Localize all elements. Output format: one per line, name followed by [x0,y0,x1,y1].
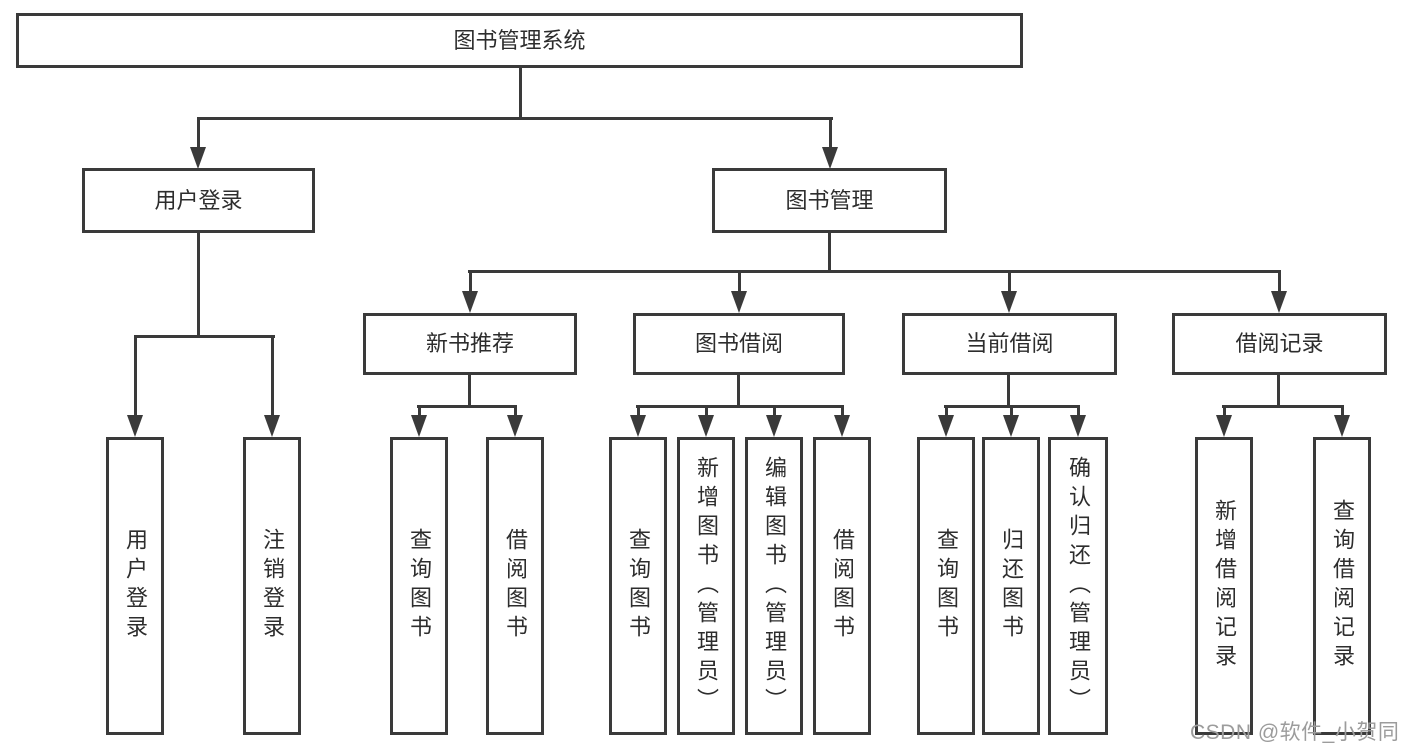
connector-user-login-stub [197,233,200,335]
arrow-line [468,270,472,291]
connector-newrec-horizontal [417,405,517,408]
arrow-down-icon [1070,415,1086,437]
node-leaf-add-books-admin: 新增图书（管理员） [677,437,735,735]
arrow-down-icon [1271,291,1287,313]
node-leaf-edit-books-admin: 编辑图书（管理员） [745,437,803,735]
node-user-login-branch: 用户登录 [82,168,315,233]
arrow-connector [731,270,747,313]
node-book-management: 图书管理 [712,168,947,233]
node-leaf-return-books: 归还图书 [982,437,1040,735]
arrow-down-icon [822,147,838,169]
arrow-connector [507,405,523,437]
connector-records-horizontal [1222,405,1344,408]
arrow-line [196,117,200,147]
node-book-borrow: 图书借阅 [633,313,845,375]
arrow-connector [698,405,714,437]
arrow-line [270,335,274,415]
arrow-connector [822,117,838,169]
arrow-line [513,405,517,415]
csdn-watermark: CSDN @软件_小贺同学 [1190,721,1400,744]
arrow-line [704,405,708,415]
arrow-down-icon [462,291,478,313]
arrow-connector [1334,405,1350,437]
connector-book-mgmt-stub [828,232,831,270]
arrow-line [1007,270,1011,291]
arrow-down-icon [1001,291,1017,313]
connector-borrow-horizontal [636,405,844,408]
node-leaf-confirm-return-admin: 确认归还（管理员） [1048,437,1108,735]
arrow-connector [190,117,206,169]
arrow-line [1076,405,1080,415]
arrow-connector [1001,270,1017,313]
arrow-connector [1003,405,1019,437]
connector-current-stub [1007,375,1010,405]
arrow-down-icon [630,415,646,437]
arrow-connector [766,405,782,437]
connector-root-stub [519,68,522,117]
arrow-connector [127,335,143,437]
arrow-down-icon [1216,415,1232,437]
arrow-down-icon [766,415,782,437]
node-new-book-recommend: 新书推荐 [363,313,577,375]
connector-level2-horizontal [468,270,1281,273]
arrow-down-icon [698,415,714,437]
arrow-down-icon [507,415,523,437]
node-leaf-logout: 注销登录 [243,437,301,735]
connector-newrec-stub [468,375,471,405]
arrow-down-icon [834,415,850,437]
connector-borrow-stub [737,375,740,405]
arrow-down-icon [938,415,954,437]
arrow-connector [411,405,427,437]
node-leaf-borrow-books: 借阅图书 [813,437,871,735]
node-leaf-user-login: 用户登录 [106,437,164,735]
arrow-line [944,405,948,415]
node-library-management-system: 图书管理系统 [16,13,1023,68]
arrow-connector [630,405,646,437]
arrow-line [737,270,741,291]
arrow-connector [834,405,850,437]
arrow-line [133,335,137,415]
arrow-down-icon [1003,415,1019,437]
arrow-connector [264,335,280,437]
arrow-down-icon [731,291,747,313]
node-leaf-query-books-borrow: 查询图书 [609,437,667,735]
node-leaf-query-books-current: 查询图书 [917,437,975,735]
arrow-line [1277,270,1281,291]
arrow-line [1340,405,1344,415]
node-leaf-add-borrow-record: 新增借阅记录 [1195,437,1253,735]
arrow-down-icon [1334,415,1350,437]
arrow-line [828,117,832,147]
node-leaf-query-books-newrec: 查询图书 [390,437,448,735]
connector-level1-horizontal [197,117,833,120]
node-current-borrow: 当前借阅 [902,313,1117,375]
arrow-connector [1271,270,1287,313]
arrow-line [840,405,844,415]
arrow-connector [1216,405,1232,437]
arrow-line [1009,405,1013,415]
node-leaf-borrow-books-newrec: 借阅图书 [486,437,544,735]
arrow-down-icon [190,147,206,169]
node-borrow-records: 借阅记录 [1172,313,1387,375]
arrow-connector [462,270,478,313]
arrow-connector [1070,405,1086,437]
arrow-down-icon [411,415,427,437]
arrow-connector [938,405,954,437]
arrow-line [417,405,421,415]
node-leaf-query-borrow-record: 查询借阅记录 [1313,437,1371,735]
arrow-line [1222,405,1226,415]
connector-records-stub [1277,375,1280,405]
arrow-line [772,405,776,415]
arrow-down-icon [264,415,280,437]
arrow-line [636,405,640,415]
connector-user-login-horizontal [134,335,275,338]
arrow-down-icon [127,415,143,437]
